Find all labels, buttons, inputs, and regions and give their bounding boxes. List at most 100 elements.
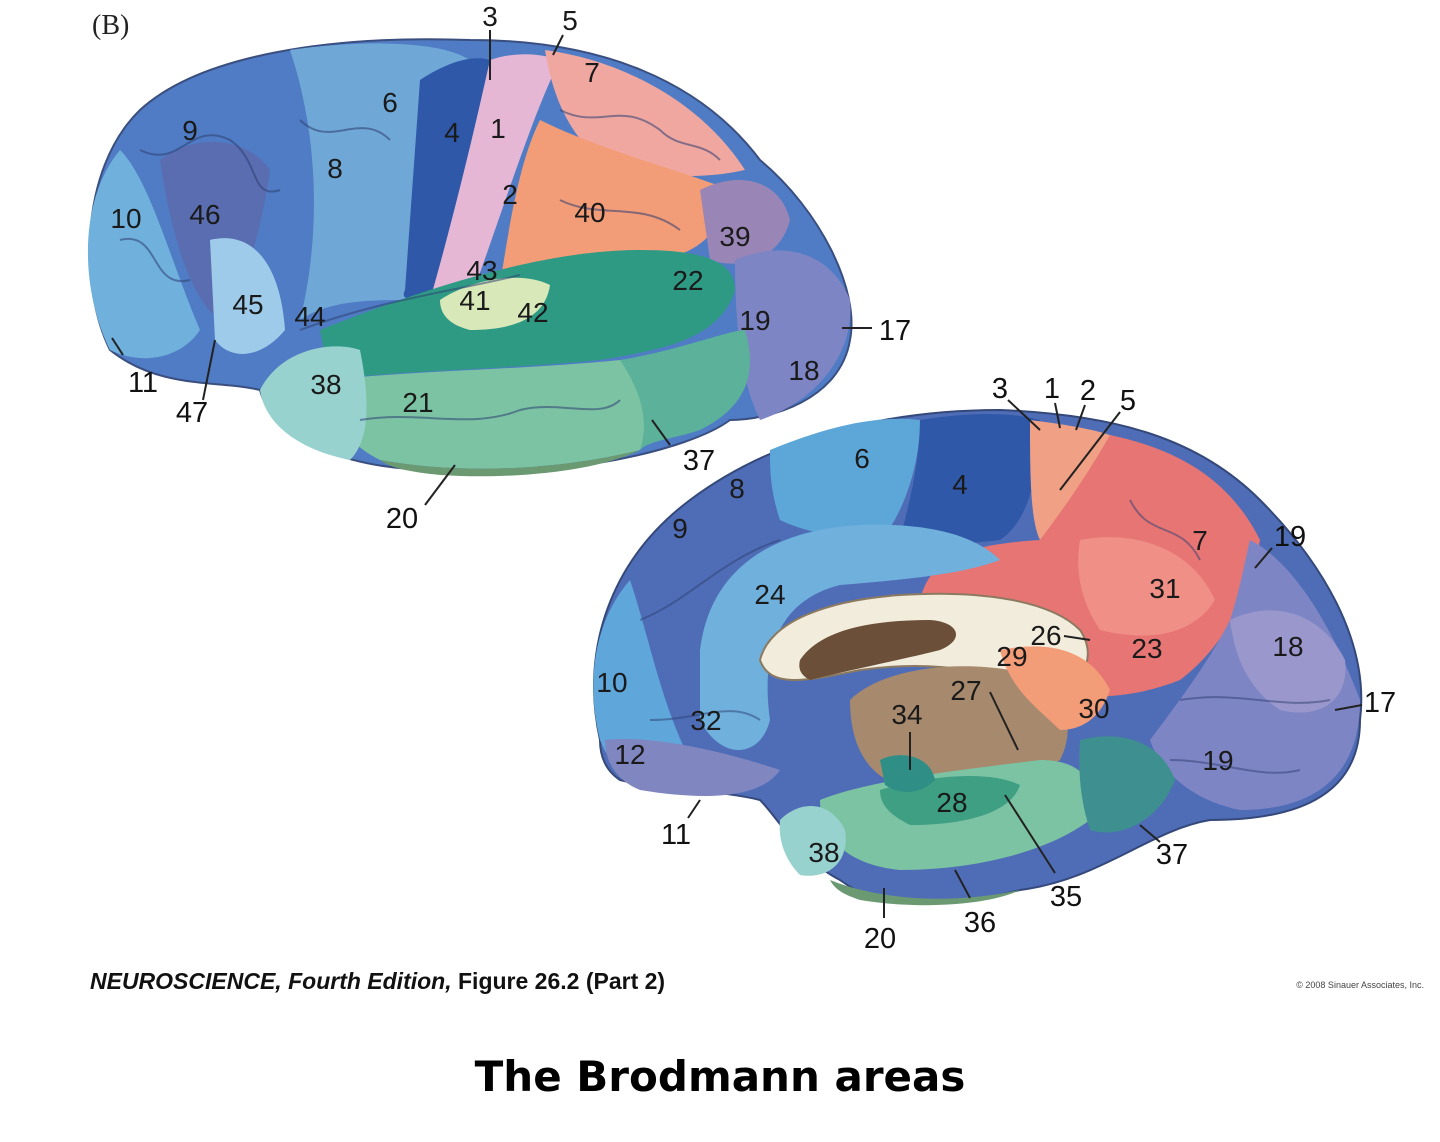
lateral-label-20: 20: [386, 503, 418, 535]
lateral-label-38: 38: [310, 369, 341, 400]
lateral-brain-view: 3 5 7 6 9 1 4 8 2 40 10 46 39 43 22 45 4…: [87, 1, 911, 535]
medial-label-12: 12: [614, 739, 645, 770]
area-26-29-30-region: [1000, 646, 1110, 730]
medial-label-34: 34: [891, 699, 922, 730]
medial-label-2: 2: [1080, 375, 1096, 407]
medial-label-11: 11: [661, 819, 691, 851]
lateral-label-44: 44: [294, 301, 325, 332]
medial-label-19-bottom: 19: [1202, 745, 1233, 776]
lateral-label-42: 42: [517, 297, 548, 328]
lateral-label-43: 43: [466, 255, 497, 286]
area-31-region: [1078, 537, 1215, 636]
area-10-region: [87, 150, 200, 359]
area-1-2-3-region: [430, 54, 560, 300]
area-19-18-17-region: [735, 250, 851, 420]
medial-label-36: 36: [964, 907, 996, 939]
medial-label-27: 27: [950, 675, 981, 706]
caption-book: NEUROSCIENCE,: [90, 968, 282, 994]
lateral-label-22: 22: [672, 265, 703, 296]
lateral-label-19: 19: [739, 305, 770, 336]
lateral-label-47: 47: [176, 397, 208, 429]
medial-label-1: 1: [1044, 373, 1060, 405]
lateral-label-46: 46: [189, 199, 220, 230]
panel-letter: (B): [92, 10, 130, 41]
medial-label-35: 35: [1050, 881, 1082, 913]
area-20-region: [380, 450, 640, 477]
medial-label-28: 28: [936, 787, 967, 818]
area-40-region: [500, 120, 730, 285]
medial-label-7: 7: [1192, 525, 1208, 556]
lateral-label-4: 4: [444, 117, 460, 148]
area-39-region: [700, 180, 790, 264]
area-34-region: [880, 755, 935, 792]
area-4-region: [403, 58, 490, 301]
lateral-label-39: 39: [719, 221, 750, 252]
medial-label-32: 32: [690, 705, 721, 736]
medial-label-4: 4: [952, 469, 968, 500]
lateral-label-7: 7: [584, 57, 600, 88]
medial-label-29: 29: [996, 641, 1027, 672]
medial-area-18-region: [1230, 610, 1346, 713]
lateral-label-1: 1: [490, 113, 506, 144]
caption-figure: Figure 26.2 (Part 2): [458, 968, 666, 994]
lateral-label-6: 6: [382, 87, 398, 118]
lateral-label-37: 37: [683, 445, 715, 477]
figure-caption: NEUROSCIENCE, Fourth Edition, Figure 26.…: [90, 968, 665, 995]
area-45-region: [210, 238, 285, 354]
medial-area-38-region: [779, 806, 846, 876]
lateral-label-41: 41: [459, 285, 490, 316]
lateral-label-10: 10: [110, 203, 141, 234]
medial-label-3: 3: [992, 373, 1008, 405]
medial-label-24: 24: [754, 579, 785, 610]
area-41-42-region: [440, 277, 550, 330]
medial-area-6-region: [770, 418, 920, 540]
medial-label-17: 17: [1364, 687, 1396, 719]
medial-area-4-region: [900, 414, 1040, 544]
medial-label-37: 37: [1156, 839, 1188, 871]
medial-brain-view: 3 1 2 5 6 4 8 7 19 9 31 24 26 23 18 29 1…: [593, 373, 1396, 955]
medial-label-30: 30: [1078, 693, 1109, 724]
medial-label-19-top: 19: [1274, 521, 1306, 553]
lateral-sulci: [119, 109, 721, 421]
lateral-area-labels: 3 5 7 6 9 1 4 8 2 40 10 46 39 43 22 45 4…: [110, 1, 911, 535]
area-10-12-region: [593, 580, 690, 781]
copyright-notice: © 2008 Sinauer Associates, Inc.: [1296, 980, 1424, 990]
medial-label-26: 26: [1030, 620, 1061, 651]
area-21-region: [330, 360, 651, 469]
lateral-label-5: 5: [562, 5, 578, 36]
medial-area-37-region: [1079, 736, 1175, 833]
medial-label-31: 31: [1149, 573, 1180, 604]
lateral-leader-lines: [111, 30, 872, 506]
medial-label-38: 38: [808, 837, 839, 868]
medial-area-labels: 3 1 2 5 6 4 8 7 19 9 31 24 26 23 18 29 1…: [596, 373, 1396, 955]
area-24-32-region: [700, 524, 1000, 750]
lateral-ventricle: [799, 620, 957, 680]
lateral-label-2: 2: [502, 179, 518, 210]
area-38-region: [260, 346, 367, 460]
lateral-label-40: 40: [574, 197, 605, 228]
caption-edition: Fourth Edition,: [288, 968, 452, 994]
medial-label-18: 18: [1272, 631, 1303, 662]
medial-label-9: 9: [672, 513, 688, 544]
lateral-label-45: 45: [232, 289, 263, 320]
medial-label-23: 23: [1131, 633, 1162, 664]
medial-label-20: 20: [864, 923, 896, 955]
area-12-region: [605, 739, 780, 796]
lateral-label-21: 21: [402, 387, 433, 418]
lateral-label-8: 8: [327, 153, 343, 184]
lateral-label-3: 3: [482, 1, 498, 32]
lateral-label-17: 17: [879, 315, 911, 347]
medial-label-8: 8: [729, 473, 745, 504]
medial-label-6: 6: [854, 443, 870, 474]
medial-leader-lines: [687, 399, 1363, 918]
medial-label-5: 5: [1120, 385, 1136, 417]
medial-sulci: [639, 499, 1331, 774]
medial-area-1-2-3-5-region: [1030, 420, 1120, 540]
medial-label-10: 10: [596, 667, 627, 698]
lateral-label-9: 9: [182, 115, 198, 146]
lateral-label-11: 11: [128, 367, 158, 399]
page-title: The Brodmann areas: [474, 1052, 966, 1101]
medial-area-20-region: [830, 880, 1020, 906]
